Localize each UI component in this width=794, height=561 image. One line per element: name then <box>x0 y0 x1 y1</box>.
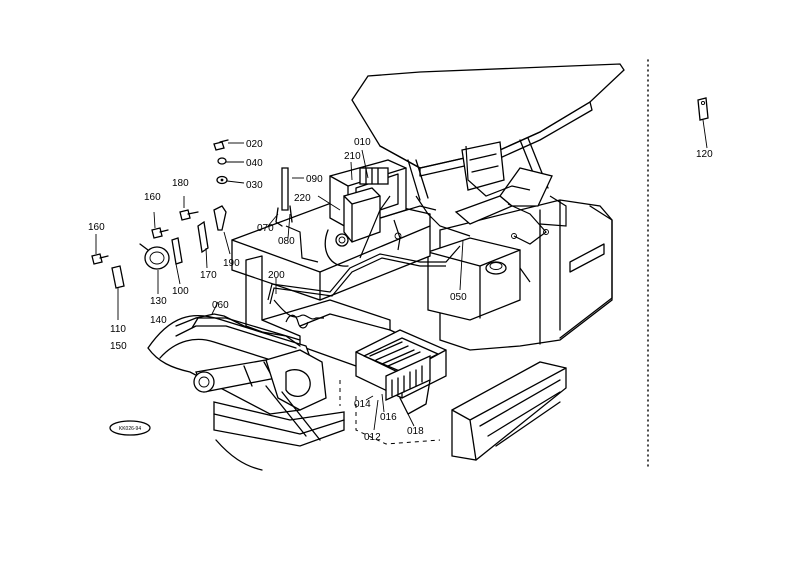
wiring-harness <box>267 145 567 329</box>
canopy-roof <box>351 63 625 177</box>
callout-170: 170 <box>200 270 217 281</box>
callout-014: 014 <box>354 399 371 410</box>
diagram-stamp-code: KK026-94 <box>119 426 141 432</box>
callout-210: 210 <box>344 151 361 162</box>
callout-180: 180 <box>172 178 189 189</box>
callout-018: 018 <box>407 426 424 437</box>
callout-030: 030 <box>246 180 263 191</box>
crawler-track <box>451 361 567 461</box>
callout-070: 070 <box>257 223 274 234</box>
boom-and-blade <box>147 314 345 471</box>
fuse-box-assembly <box>339 329 447 445</box>
callout-150: 150 <box>110 341 127 352</box>
callout-012: 012 <box>364 432 381 443</box>
callout-200: 200 <box>268 270 285 281</box>
callout-040: 040 <box>246 158 263 169</box>
callout-020: 020 <box>246 139 263 150</box>
callout-190: 190 <box>223 258 240 269</box>
callout-060: 060 <box>212 300 229 311</box>
callout-220: 220 <box>294 193 311 204</box>
callout-130: 130 <box>150 296 167 307</box>
callout-labels: 010 012 014 016 018 020 030 040 050 060 … <box>88 137 713 443</box>
callout-140: 140 <box>150 315 167 326</box>
callout-016: 016 <box>380 412 397 423</box>
callout-080: 080 <box>278 236 295 247</box>
callout-120: 120 <box>696 149 713 160</box>
callout-050: 050 <box>450 292 467 303</box>
callout-090: 090 <box>306 174 323 185</box>
exploded-parts <box>91 97 709 347</box>
callout-100: 100 <box>172 286 189 297</box>
callout-110: 110 <box>110 324 126 335</box>
callout-160-left: 160 <box>88 222 105 233</box>
callout-010: 010 <box>354 137 371 148</box>
leader-lines <box>95 119 708 431</box>
machine-body <box>231 141 613 373</box>
callout-160-upper: 160 <box>144 192 161 203</box>
diagram-stamp: KK026-94 <box>109 420 151 436</box>
canopy-pillars <box>407 137 549 201</box>
